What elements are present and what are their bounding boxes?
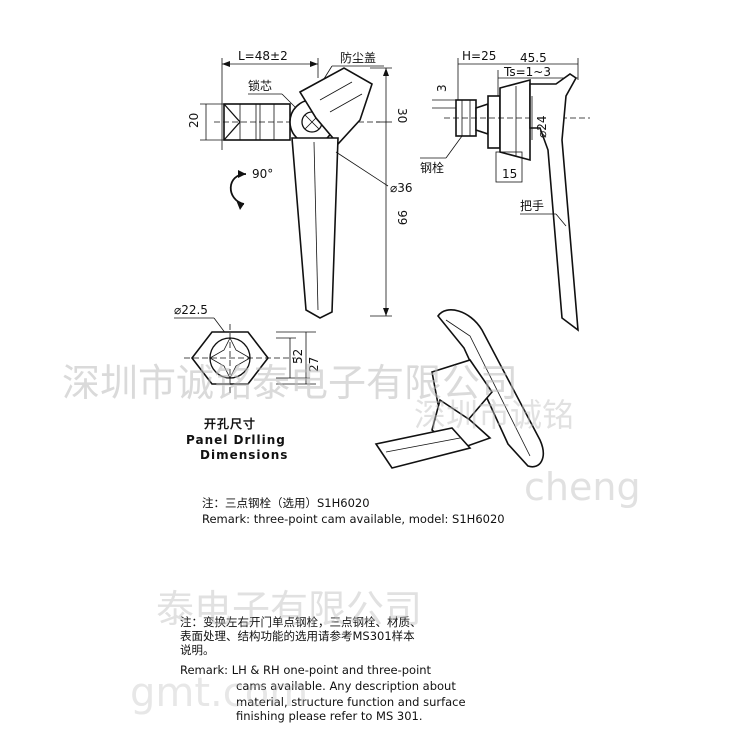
watermark-2: 深圳市诚铭 bbox=[414, 396, 574, 434]
dim-length-label: L=48±2 bbox=[238, 49, 288, 63]
rotation-label: 90° bbox=[252, 167, 273, 181]
dim-52-label: 52 bbox=[291, 349, 305, 364]
dim-15-label: 15 bbox=[502, 167, 517, 181]
dim-27-label: 27 bbox=[307, 357, 321, 372]
note2-en-2: cams available. Any description about bbox=[236, 679, 456, 693]
watermark-5: gmt.com bbox=[130, 670, 308, 716]
note1-cn: 注：三点钢栓（选用）S1H6020 bbox=[202, 496, 370, 510]
product-perspective-view bbox=[374, 309, 544, 469]
note2-cn-2: 表面处理、结构功能的选用请参考MS301样本 bbox=[180, 629, 415, 643]
dim-45-5-label: 45.5 bbox=[520, 51, 547, 65]
dim-dia36-label: ⌀36 bbox=[390, 181, 413, 195]
dim-3-label: 3 bbox=[435, 84, 449, 92]
panel-drilling-en-1: Panel Drlling bbox=[186, 433, 286, 447]
note2-cn-1: 注：变换左右开门单点钢栓，三点钢栓、材质、 bbox=[180, 615, 422, 629]
note2-en-1: Remark: LH & RH one-point and three-poin… bbox=[180, 663, 432, 677]
side-view: H=25 45.5 Ts=1~3 3 ⌀24 15 钢栓 bbox=[420, 49, 590, 332]
note2-en-4: finishing please refer to MS 301. bbox=[236, 709, 423, 723]
lock-core-label: 锁芯 bbox=[248, 78, 272, 93]
note2-cn-3: 说明。 bbox=[180, 643, 215, 657]
dim-h25-label: H=25 bbox=[462, 49, 496, 63]
panel-drilling-en-2: Dimensions bbox=[200, 448, 288, 462]
dim-99-label: 99 bbox=[395, 210, 409, 225]
watermark-1: 深圳市诚铭泰电子有限公司 bbox=[62, 361, 518, 405]
front-view: L=48±2 防尘盖 锁芯 20 bbox=[187, 49, 413, 319]
watermark-4: 泰电子有限公司 bbox=[156, 587, 422, 631]
dim-dia24-label: ⌀24 bbox=[535, 116, 549, 139]
notes: 注：三点钢栓（选用）S1H6020 Remark: three-point ca… bbox=[180, 496, 505, 723]
panel-drilling-cn: 开孔尺寸 bbox=[204, 416, 256, 431]
note2-en-3: material, structure function and surface bbox=[236, 695, 466, 709]
watermark-3: cheng bbox=[524, 465, 641, 509]
dim-30-label: 30 bbox=[395, 108, 409, 123]
dust-cover-label: 防尘盖 bbox=[340, 50, 376, 65]
steel-bolt-label: 钢栓 bbox=[420, 160, 444, 175]
dim-20-label: 20 bbox=[187, 113, 201, 128]
dim-ts-label: Ts=1~3 bbox=[503, 65, 551, 79]
note1-en: Remark: three-point cam available, model… bbox=[202, 512, 505, 526]
handle-label: 把手 bbox=[520, 199, 544, 213]
panel-drilling-view: ⌀22.5 52 27 开孔尺寸 Panel Drlling Dimension… bbox=[174, 303, 321, 462]
watermarks: 深圳市诚铭泰电子有限公司 深圳市诚铭 cheng 泰电子有限公司 gmt.com bbox=[62, 361, 641, 716]
dim-dia22-5-label: ⌀22.5 bbox=[174, 303, 208, 317]
